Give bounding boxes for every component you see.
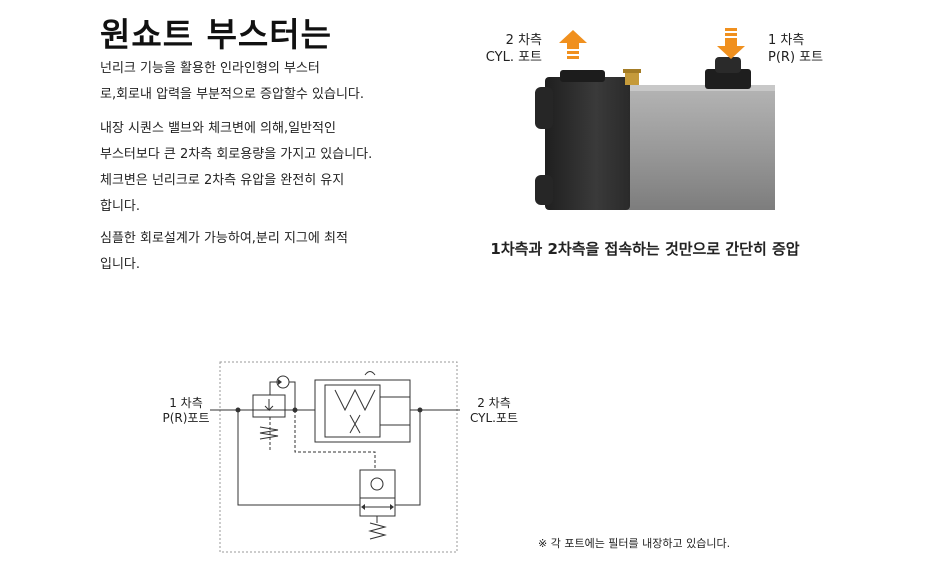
filter-note: ※ 각 포트에는 필터를 내장하고 있습니다. [538,537,731,550]
desc-line: 내장 시퀀스 밸브와 체크변에 의해,일반적인 [100,121,336,136]
circuit-diagram [210,361,460,553]
desc-line: 부스터보다 큰 2차측 회로용량을 가지고 있습니다. [100,147,373,162]
description-paragraph-2: 내장 시퀀스 밸브와 체크변에 의해,일반적인 부스터보다 큰 2차측 회로용량… [100,116,445,220]
label-line: P(R)포트 [162,411,210,425]
secondary-port-label: 2 차측 CYL. 포트 [470,32,542,66]
description-paragraph-3: 심플한 회로설계가 가능하여,분리 지그에 최적 입니다. [100,226,445,278]
page-title: 원쇼트 부스터는 [100,15,333,54]
black-end-block [545,77,630,210]
desc-line: 심플한 회로설계가 가능하여,분리 지그에 최적 [100,231,348,246]
description-paragraph-1: 넌리크 기능을 활용한 인라인형의 부스터 로,회로내 압력을 부분적으로 증압… [100,56,445,108]
label-line: 1 차측 [768,33,805,48]
arrow-down-icon [717,28,745,59]
desc-line: 입니다. [100,257,141,272]
steel-body [620,85,775,210]
desc-line: 합니다. [100,199,141,214]
label-line: P(R) 포트 [768,50,824,65]
product-photo [535,28,775,210]
diagram-frame [219,361,458,553]
diagram-primary-label: 1 차측 P(R)포트 [160,396,212,426]
desc-line: 체크변은 넌리크로 2차측 유압을 완전히 유지 [100,173,345,188]
pilot-check-valve [359,469,396,499]
photo-caption: 1차측과 2차측을 접속하는 것만으로 간단히 증압 [490,240,800,258]
label-line: CYL. 포트 [485,50,542,65]
label-line: 2 차측 [477,396,511,410]
port-nut [705,69,751,89]
label-line: 2 차측 [505,33,542,48]
desc-line: 로,회로내 압력을 부분적으로 증압할수 있습니다. [100,87,364,102]
diagram-secondary-label: 2 차측 CYL.포트 [466,396,522,426]
desc-line: 넌리크 기능을 활용한 인라인형의 부스터 [100,61,320,76]
sequence-valve [252,394,286,418]
label-line: CYL.포트 [469,411,519,425]
arrow-up-icon [559,30,587,59]
brass-fitting [625,71,639,85]
label-line: 1 차측 [169,396,203,410]
booster-cylinder [314,379,411,443]
primary-port-label: 1 차측 P(R) 포트 [768,32,823,66]
